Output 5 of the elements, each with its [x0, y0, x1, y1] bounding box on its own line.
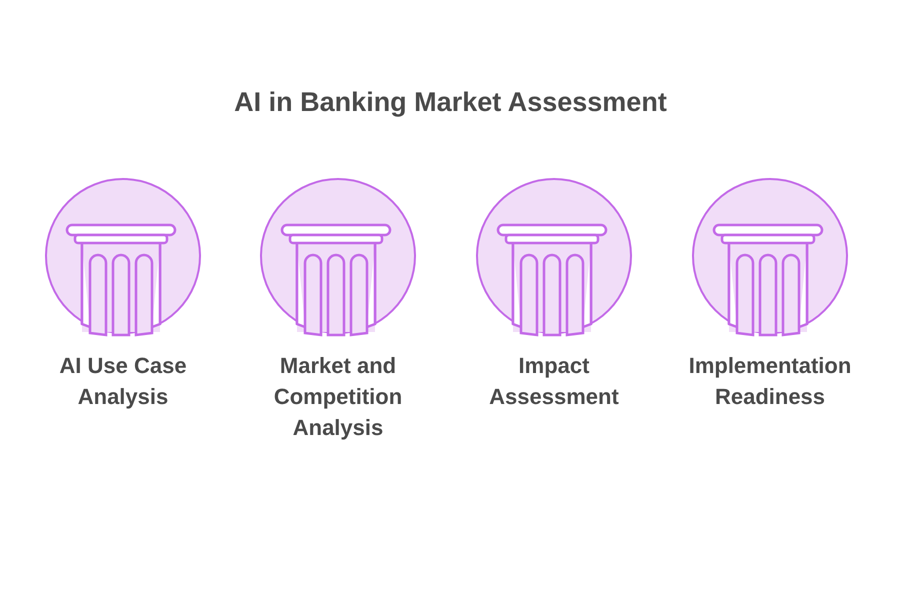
- node-label: Implementation Readiness: [688, 352, 852, 411]
- diagram-title: AI in Banking Market Assessment: [233, 86, 668, 119]
- node-label: AI Use Case Analysis: [58, 352, 188, 411]
- node-label: Impact Assessment: [488, 352, 620, 411]
- node-label: Market and Competition Analysis: [272, 352, 404, 442]
